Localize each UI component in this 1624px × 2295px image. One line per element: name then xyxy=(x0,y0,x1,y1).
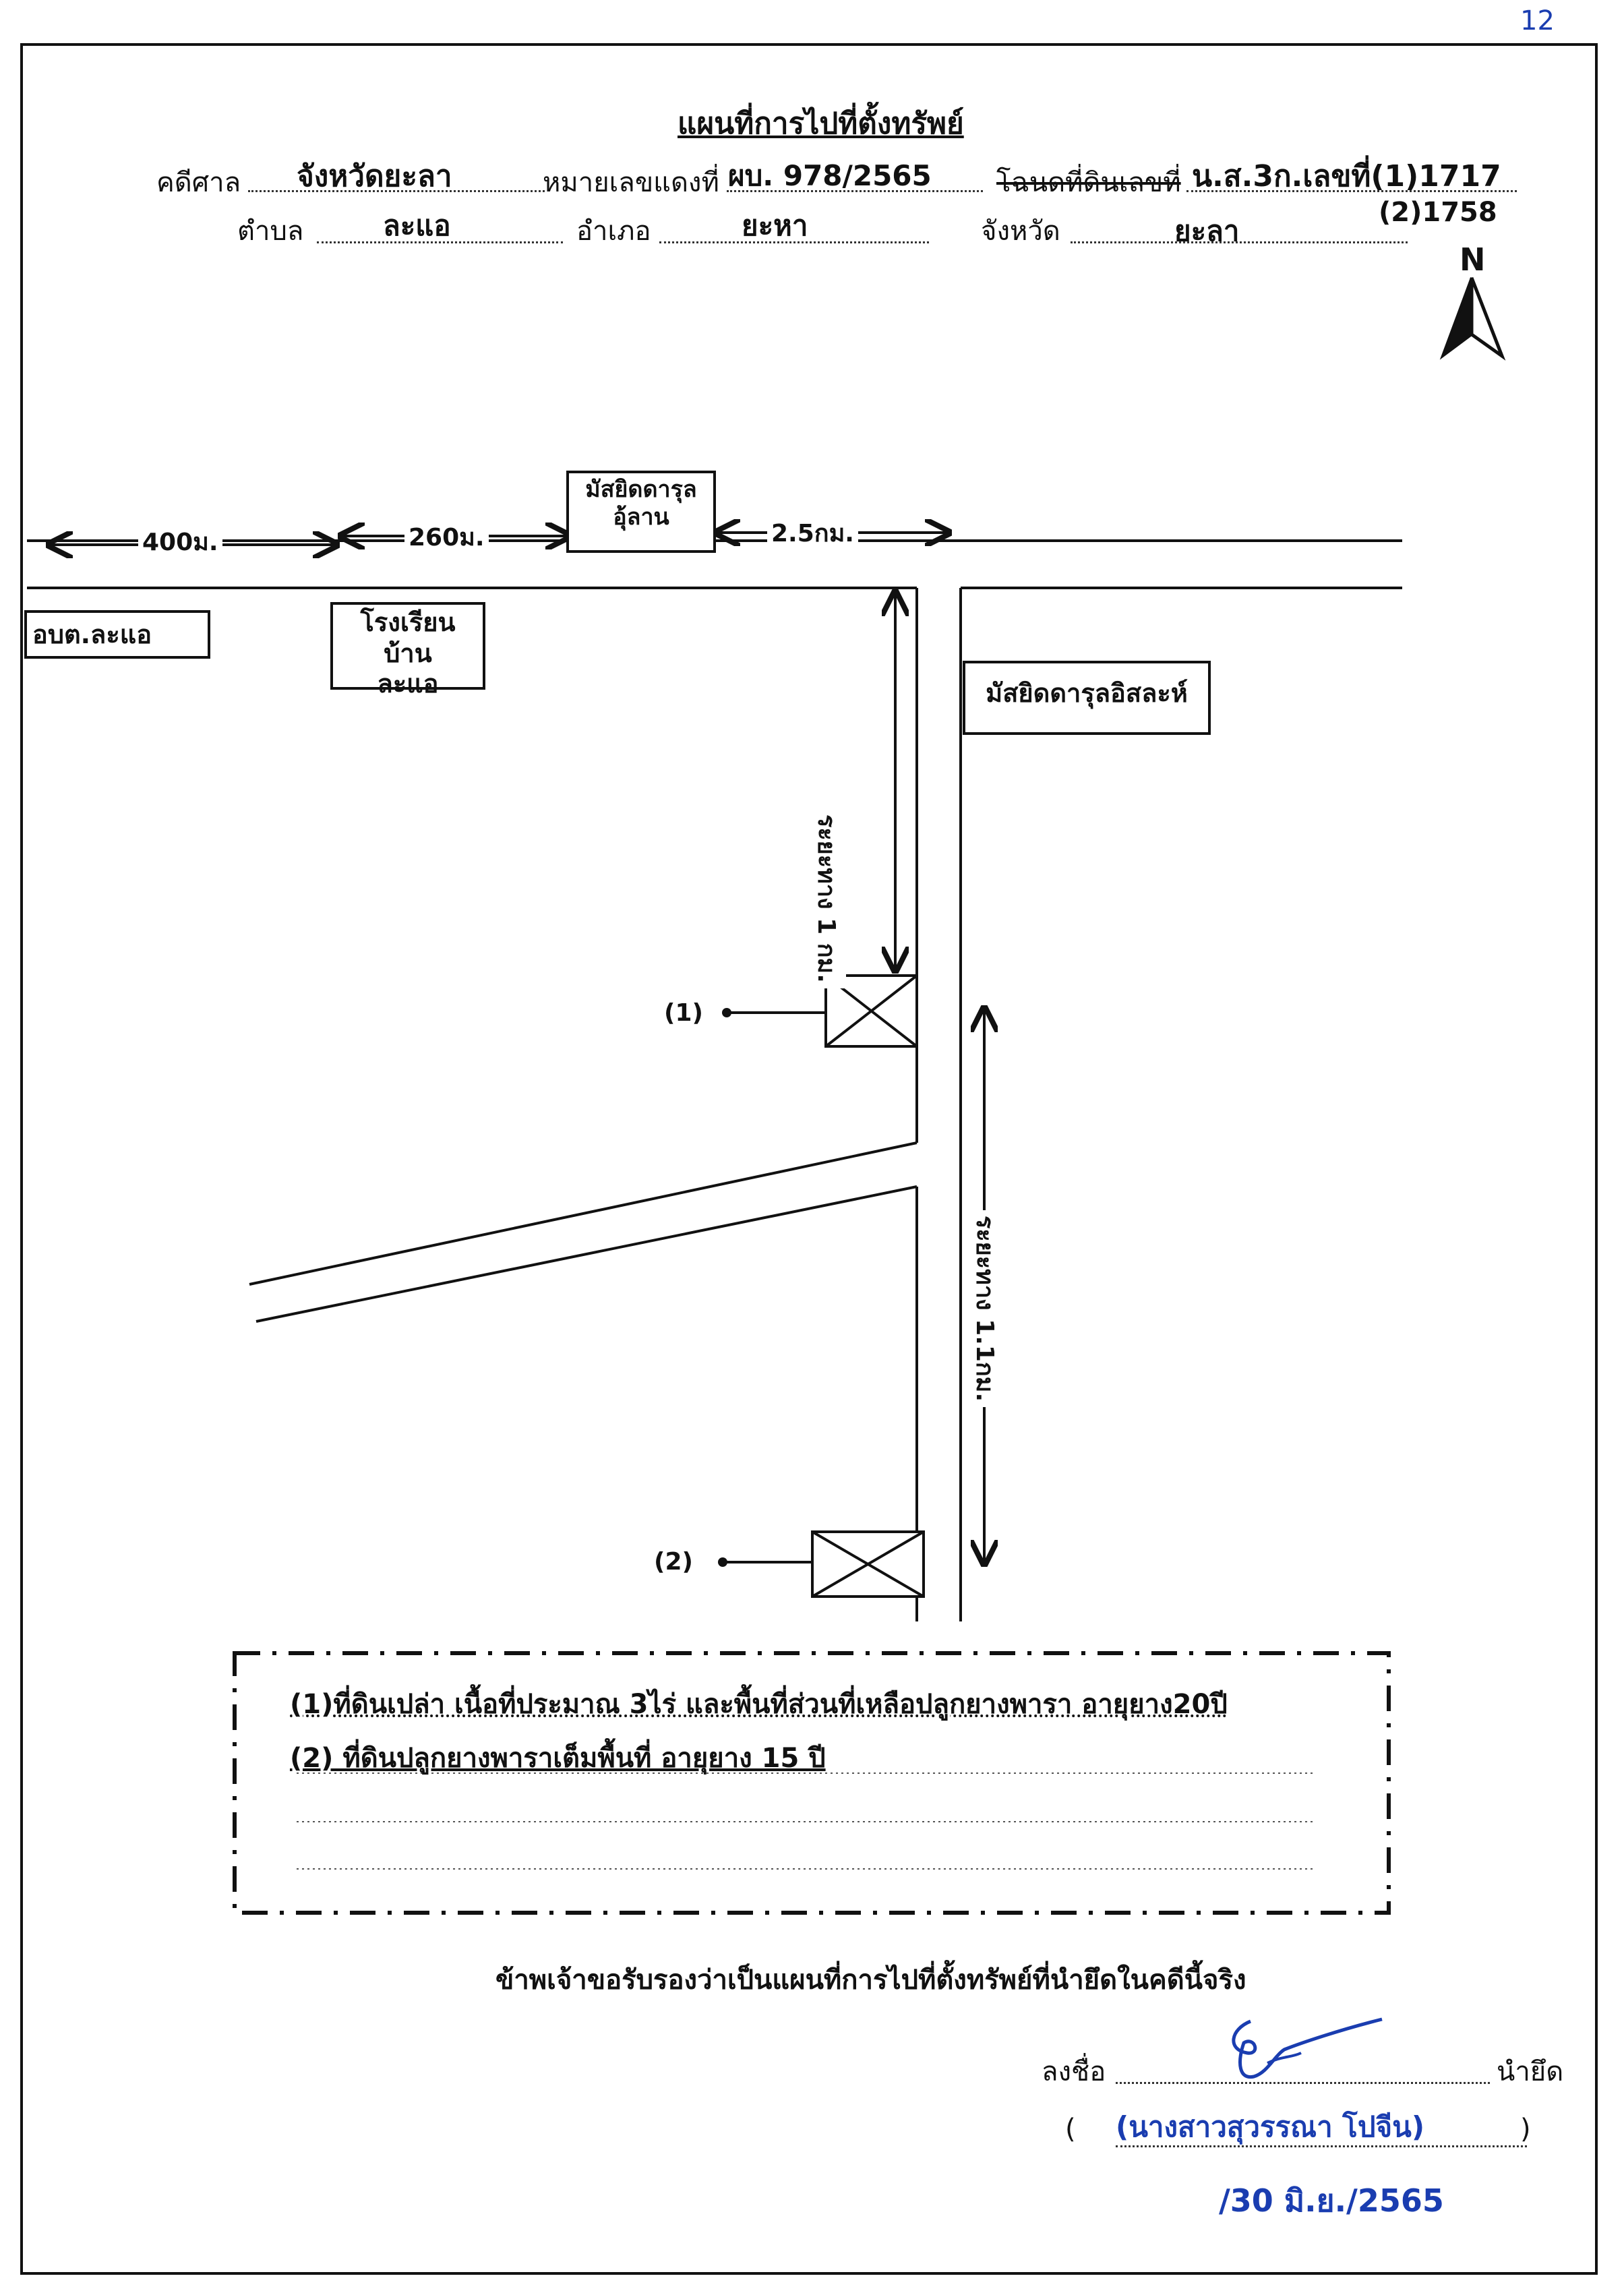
school-line-2: ละแอ xyxy=(377,669,439,699)
signer-name: (นางสาวสุวรรณา โปจีน) xyxy=(1116,2110,1425,2143)
date-stamp: /30 มิ.ย./2565 xyxy=(1219,2182,1444,2219)
mosque-top-box: มัสยิดดารุล อุ้ลาน xyxy=(566,471,716,553)
signer-close-paren: ) xyxy=(1520,2114,1531,2145)
tao-box: อบต.ละแอ xyxy=(24,610,210,659)
signer-open-paren: ( xyxy=(1065,2114,1076,2145)
page-frame xyxy=(20,43,1598,2275)
dist-2-5-label: 2.5กม. xyxy=(767,514,858,552)
marker-1-label: (1) xyxy=(664,999,703,1027)
note-line-2: (2) ที่ดินปลูกยางพาราเต็มพื้นที่ อายุยาง… xyxy=(290,1743,826,1774)
side-road-bottom-edge xyxy=(255,1185,918,1323)
subdistrict-dotline xyxy=(317,241,563,243)
province-label: จังหวัด xyxy=(981,216,1060,247)
subdistrict-value: ละแอ xyxy=(383,209,451,242)
marker-2-label: (2) xyxy=(654,1548,693,1576)
north-label: N xyxy=(1460,241,1486,278)
dist-260-label: 260ม. xyxy=(404,518,489,556)
dist-400-label: 400ม. xyxy=(138,523,222,561)
mosque-top-line-2: อุ้ลาน xyxy=(613,503,669,531)
deed-dotline xyxy=(1186,190,1517,192)
note-line-1: (1)ที่ดินเปล่า เนื้อที่ประมาณ 3ไร่ และพื… xyxy=(290,1689,1228,1720)
court-label: คดีศาล xyxy=(156,167,241,198)
page-mark: 12 xyxy=(1520,5,1555,36)
deed-label: โฉนดที่ดินเลขที่ xyxy=(996,167,1181,198)
sign-dotline xyxy=(1116,2082,1490,2084)
province-dotline xyxy=(1071,241,1408,243)
map-title: แผนที่การไปที่ตั้งทรัพย์ xyxy=(678,107,964,141)
signer-dotline xyxy=(1116,2145,1527,2147)
sign-role: นำยึด xyxy=(1497,2056,1564,2087)
subdistrict-label: ตำบล xyxy=(237,216,304,247)
mosque-top-line-1: มัสยิดดารุล xyxy=(585,476,697,503)
sign-label: ลงชื่อ xyxy=(1042,2056,1106,2087)
district-value: ยะหา xyxy=(742,209,808,242)
deed-value-2: (2)1758 xyxy=(1379,197,1497,228)
deed-value-1: น.ส.3ก.เลขที่(1)1717 xyxy=(1192,159,1501,193)
court-dotline xyxy=(248,190,545,192)
district-dotline xyxy=(659,241,929,243)
side-road-top-edge xyxy=(249,1141,918,1286)
notes-box xyxy=(233,1651,1391,1915)
case-no-dotline xyxy=(727,190,983,192)
mosque-right-box: มัสยิดดารุลอิสละห์ xyxy=(963,661,1211,735)
case-no-label: หมายเลขแดงที่ xyxy=(543,167,719,198)
school-box: โรงเรียนบ้าน ละแอ xyxy=(330,602,485,698)
district-label: อำเภอ xyxy=(576,216,651,247)
case-no-value: ผบ. 978/2565 xyxy=(728,159,932,192)
certify-text: ข้าพเจ้าขอรับรองว่าเป็นแผนที่การไปที่ตั้… xyxy=(495,1965,1246,1996)
province-value: ยะลา xyxy=(1174,214,1240,247)
plot-2-marker xyxy=(718,1530,925,1598)
school-line-1: โรงเรียนบ้าน xyxy=(360,607,456,668)
court-value: จังหวัดยะลา xyxy=(297,159,452,193)
